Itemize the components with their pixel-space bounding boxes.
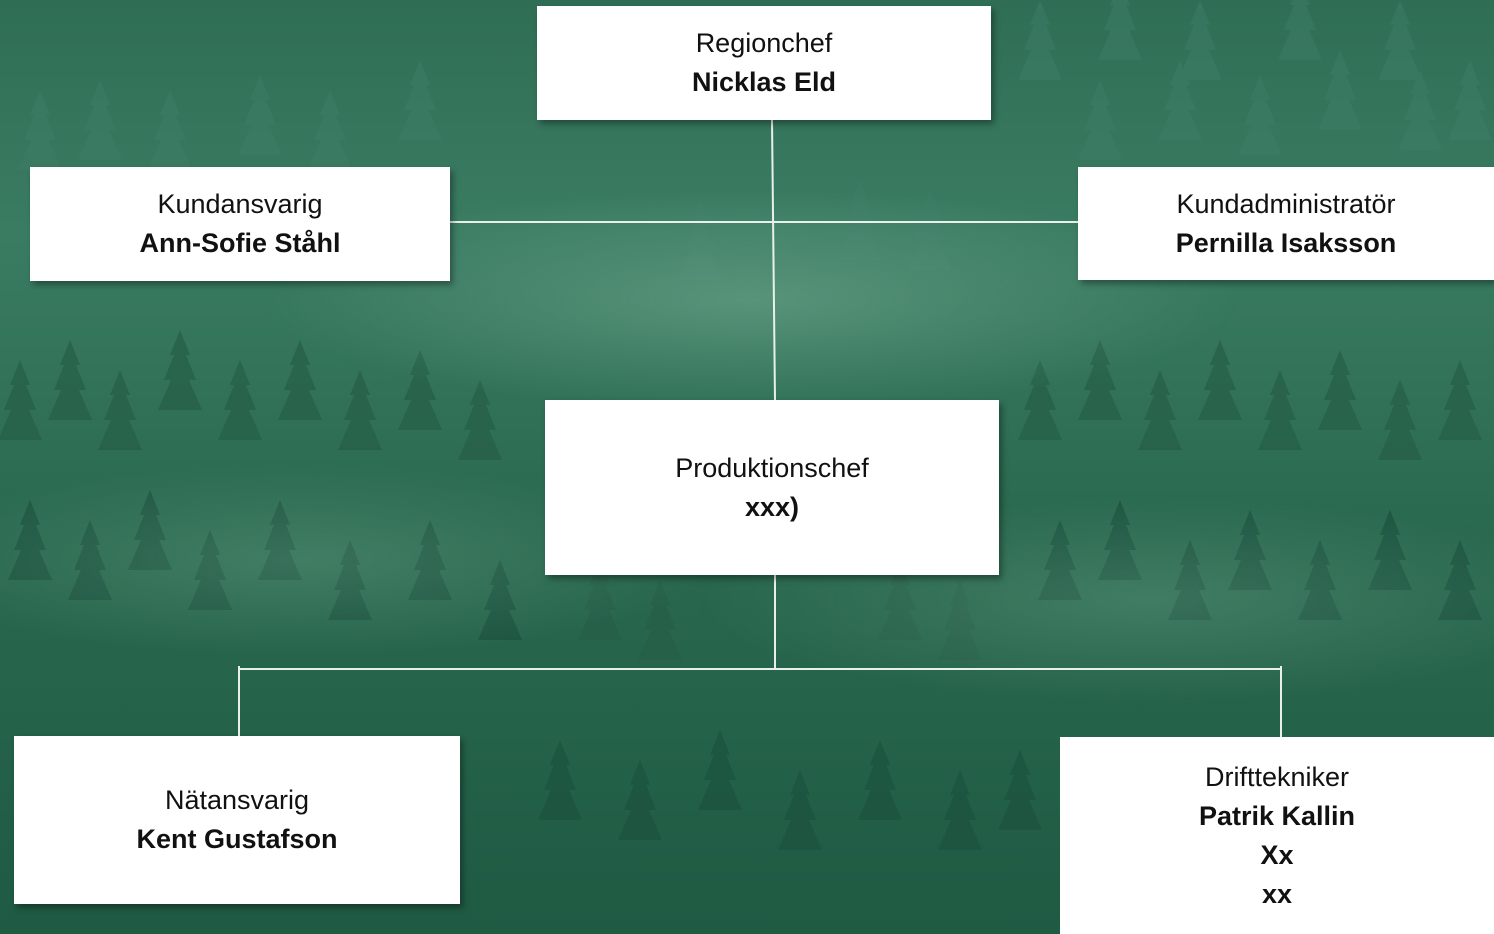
org-box-kundadministrator: Kundadministratör Pernilla Isaksson [1078,167,1494,280]
line-regionchef-to-produktionschef [771,119,776,401]
role-label: Nätansvarig [164,785,310,815]
person-name: Ann-Sofie Ståhl [139,228,341,258]
person-name: Kent Gustafson [136,824,338,854]
org-box-produktionschef: Produktionschef xxx) [545,400,999,575]
org-box-regionchef: Regionchef Nicklas Eld [537,6,991,120]
org-box-natansvarig: Nätansvarig Kent Gustafson [14,736,460,904]
role-label: Kundadministratör [1176,188,1396,219]
person-name: Nicklas Eld [691,67,837,97]
person-name: Patrik Kallin [1198,800,1356,831]
person-name: Pernilla Isaksson [1175,227,1397,258]
role-label: Kundansvarig [157,189,323,219]
person-name: Xx [1260,839,1294,870]
role-label: Produktionschef [675,452,869,483]
org-box-drifttekniker: Drifttekniker Patrik Kallin Xx xx [1060,737,1494,934]
person-name: xxx) [744,491,800,522]
person-name: xx [1261,878,1293,909]
role-label: Regionchef [695,28,833,58]
org-box-kundansvarig: Kundansvarig Ann-Sofie Ståhl [30,167,450,281]
role-label: Drifttekniker [1204,761,1350,792]
